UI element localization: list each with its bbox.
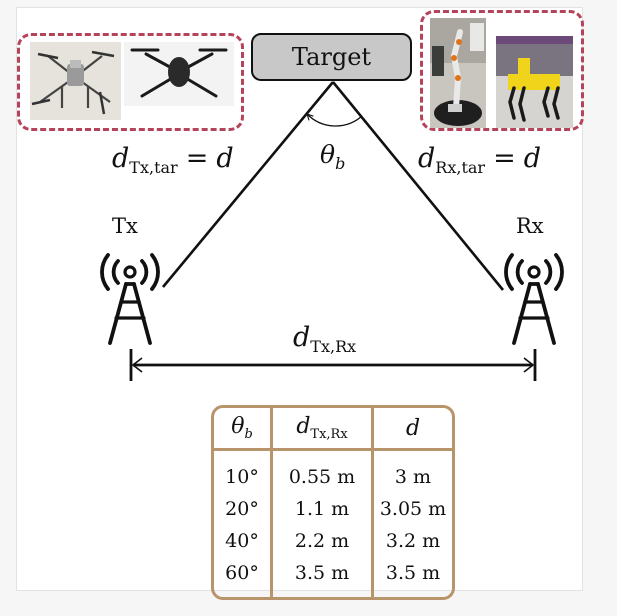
rx-tower-icon bbox=[504, 253, 564, 345]
tx-label: Tx bbox=[112, 214, 138, 238]
tx-target-path bbox=[161, 81, 335, 288]
cell-baseline: 2.2 m bbox=[273, 525, 374, 557]
quadcopter-drone-photo bbox=[30, 42, 121, 120]
target-box: Target bbox=[251, 33, 412, 81]
header-angle: θb bbox=[214, 408, 273, 451]
header-baseline: dTx,Rx bbox=[273, 408, 374, 451]
table-row: 60° 3.5 m 3.5 m bbox=[214, 557, 452, 597]
foldable-drone-photo bbox=[124, 42, 234, 106]
baseline-dimension-line bbox=[129, 349, 537, 381]
cell-baseline: 3.5 m bbox=[273, 557, 374, 597]
tx-target-distance-label: dTx,tar=d bbox=[112, 143, 234, 177]
cell-distance: 3.5 m bbox=[385, 562, 441, 584]
cell-distance: 3.2 m bbox=[385, 530, 441, 552]
rx-target-path bbox=[331, 81, 505, 291]
table-header-row: θb dTx,Rx d bbox=[214, 408, 452, 451]
baseline-distance-label: dTx,Rx bbox=[293, 322, 357, 356]
quadruped-robot-dog-photo bbox=[496, 36, 573, 128]
parameter-table: θb dTx,Rx d 10° 0.55 m 3 m 20° 1.1 m 3.0… bbox=[211, 405, 455, 600]
drone-targets-group bbox=[17, 33, 244, 131]
rx-target-distance-label: dRx,tar=d bbox=[418, 143, 541, 177]
cell-baseline: 0.55 m bbox=[273, 451, 374, 493]
table-row: 40° 2.2 m 3.2 m bbox=[214, 525, 452, 557]
cell-distance: 3.05 m bbox=[379, 498, 447, 520]
table-row: 10° 0.55 m 3 m bbox=[214, 451, 452, 493]
target-label: Target bbox=[291, 43, 372, 71]
bistatic-angle-arc bbox=[307, 114, 363, 127]
table-row: 20° 1.1 m 3.05 m bbox=[214, 493, 452, 525]
robot-arm-photo bbox=[430, 18, 486, 128]
cell-distance: 3 m bbox=[394, 466, 432, 488]
cell-angle: 10° bbox=[214, 451, 273, 493]
cell-angle: 40° bbox=[214, 525, 273, 557]
cell-angle: 60° bbox=[214, 557, 273, 597]
robot-targets-group bbox=[420, 10, 584, 131]
header-distance: d bbox=[374, 408, 452, 451]
cell-baseline: 1.1 m bbox=[273, 493, 374, 525]
rx-label: Rx bbox=[516, 214, 544, 238]
bistatic-angle-label: θb bbox=[320, 140, 346, 173]
tx-tower-icon bbox=[100, 253, 160, 345]
cell-angle: 20° bbox=[214, 493, 273, 525]
